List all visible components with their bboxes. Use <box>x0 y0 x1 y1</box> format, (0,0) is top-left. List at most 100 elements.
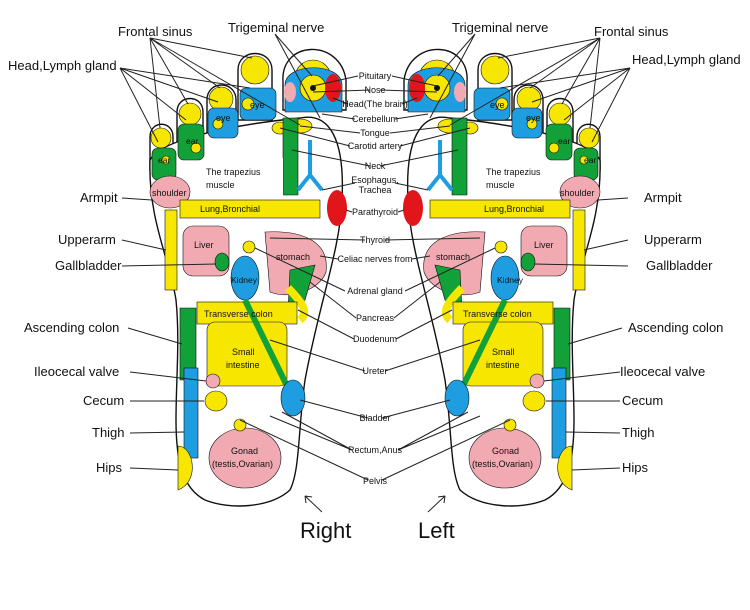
right-hips-label: Hips <box>96 460 123 475</box>
right-cecum-zone <box>204 390 228 412</box>
duodenum-label: Duodenum <box>353 334 397 344</box>
right-trapezius-label-2: muscle <box>206 180 235 190</box>
right-small-label-1: Small <box>232 347 255 357</box>
right-eye-label-2: eye <box>216 113 231 123</box>
right-eye-dot-1 <box>241 97 255 111</box>
right-adrenal-zone <box>242 240 256 254</box>
rectum-label: Rectum,Anus <box>348 445 403 455</box>
right-bladder-zone <box>280 379 306 417</box>
cerebellum-label: Cerebellum <box>352 114 398 124</box>
left-transverse-label: Transverse colon <box>463 309 532 319</box>
right-armpit-label: Armpit <box>80 190 118 205</box>
left-ileocecal-label: Ileocecal valve <box>620 364 705 379</box>
left-small-label-1: Small <box>492 347 515 357</box>
outer-labels: Frontal sinus Trigeminal nerve Head,Lymp… <box>8 20 741 475</box>
ureter-label: Ureter <box>362 366 387 376</box>
trachea-label: Trachea <box>359 185 392 195</box>
right-sinus-toe4 <box>178 102 202 126</box>
right-foot <box>149 48 347 507</box>
left-shoulder-label: shoulder <box>560 188 595 198</box>
leader-lines <box>119 33 631 513</box>
left-eye-label-1: eye <box>490 100 505 110</box>
right-ear-dot-1 <box>190 142 202 154</box>
left-kidney-label: Kidney <box>497 275 524 285</box>
right-nose-zone <box>284 82 296 102</box>
pancreas-label: Pancreas <box>356 313 395 323</box>
right-head-lymph-label: Head,Lymph gland <box>8 58 117 73</box>
right-ascending-colon-label: Ascending colon <box>24 320 119 335</box>
tongue-label: Tongue <box>360 128 390 138</box>
right-ureter-zone <box>242 298 291 390</box>
right-ear-label-1: ear <box>186 136 198 146</box>
left-cecum-label: Cecum <box>622 393 663 408</box>
left-gallbladder-label: Gallbladder <box>646 258 713 273</box>
right-eye-dot-2 <box>212 118 224 130</box>
right-parathyroid-zone <box>327 190 347 226</box>
right-gonad-zone <box>208 427 282 489</box>
celiac-label: Celiac nerves from <box>337 254 412 264</box>
right-liver-label: Liver <box>194 240 214 250</box>
esophagus-label: Esophagus, <box>351 175 399 185</box>
left-trapezius-label-2: muscle <box>486 180 515 190</box>
right-duodenum-zone <box>285 285 309 324</box>
right-sinus-toe5 <box>150 127 172 149</box>
right-gallbladder-zone <box>214 252 230 272</box>
left-eye-label-2: eye <box>526 113 541 123</box>
left-small-label-2: intestine <box>486 360 520 370</box>
left-hips-label: Hips <box>622 460 649 475</box>
right-small-label-2: intestine <box>226 360 260 370</box>
right-ear-label-2: ear <box>158 155 170 165</box>
right-ileocecal-label: Ileocecal valve <box>34 364 119 379</box>
left-armpit-label: Armpit <box>644 190 682 205</box>
adrenal-label: Adrenal gland <box>347 286 403 296</box>
right-gonad-dot <box>233 418 247 432</box>
left-stomach-label: stomach <box>436 252 470 262</box>
left-trapezius-label-1: The trapezius <box>486 167 541 177</box>
right-trapezius-label-1: The trapezius <box>206 167 261 177</box>
right-thigh-zone <box>183 367 199 459</box>
thyroid-label: Thyroid <box>360 235 390 245</box>
right-thigh-label: Thigh <box>92 425 125 440</box>
left-trigeminal-label: Trigeminal nerve <box>452 20 548 35</box>
right-transverse-label: Transverse colon <box>204 309 273 319</box>
zone-labels: eye eye ear ear The trapezius muscle sho… <box>152 100 596 469</box>
bladder-label: Bladder <box>359 413 390 423</box>
right-eye-zone-1 <box>239 87 277 121</box>
right-gonad-label-2: (testis,Ovarian) <box>212 459 273 469</box>
left-gonad-label-2: (testis,Ovarian) <box>472 459 533 469</box>
right-upperarm-label: Upperarm <box>58 232 116 247</box>
left-frontal-sinus-label: Frontal sinus <box>594 24 669 39</box>
right-lung-zone <box>179 199 321 219</box>
left-thigh-label: Thigh <box>622 425 655 440</box>
right-shoulder-label: shoulder <box>152 188 187 198</box>
right-lung-label: Lung,Bronchial <box>200 204 260 214</box>
left-gonad-label-1: Gonad <box>492 446 519 456</box>
right-ileocecal-zone <box>205 373 221 389</box>
right-trachea-shape <box>296 140 324 192</box>
left-ear-label-1: ear <box>558 136 570 146</box>
parathyroid-label: Parathyroid <box>352 207 398 217</box>
right-small-intestine-zone <box>206 321 288 387</box>
right-gallbladder-label: Gallbladder <box>55 258 122 273</box>
right-cecum-label: Cecum <box>83 393 124 408</box>
right-upperarm-zone <box>164 209 178 291</box>
right-sinus-toe3 <box>208 86 234 112</box>
left-upperarm-label: Upperarm <box>644 232 702 247</box>
right-sinus-toe2 <box>240 55 270 85</box>
right-hips-zone <box>177 445 193 491</box>
neck-label: Neck <box>365 161 386 171</box>
center-labels: Pituitary Nose Head(The brain) Cerebellu… <box>337 71 412 486</box>
left-lung-label: Lung,Bronchial <box>484 204 544 214</box>
left-head-lymph-label: Head,Lymph gland <box>632 52 741 67</box>
right-ear-dot-2 <box>161 155 171 165</box>
right-brain-red <box>325 74 341 102</box>
right-stomach-label: stomach <box>276 252 310 262</box>
pituitary-label: Pituitary <box>359 71 392 81</box>
left-ascending-colon-label: Ascending colon <box>628 320 723 335</box>
left-foot-title: Left <box>418 518 455 543</box>
right-foot-title: Right <box>300 518 351 543</box>
right-frontal-sinus-label: Frontal sinus <box>118 24 193 39</box>
head-brain-label: Head(The brain) <box>342 99 408 109</box>
right-gonad-label-1: Gonad <box>231 446 258 456</box>
